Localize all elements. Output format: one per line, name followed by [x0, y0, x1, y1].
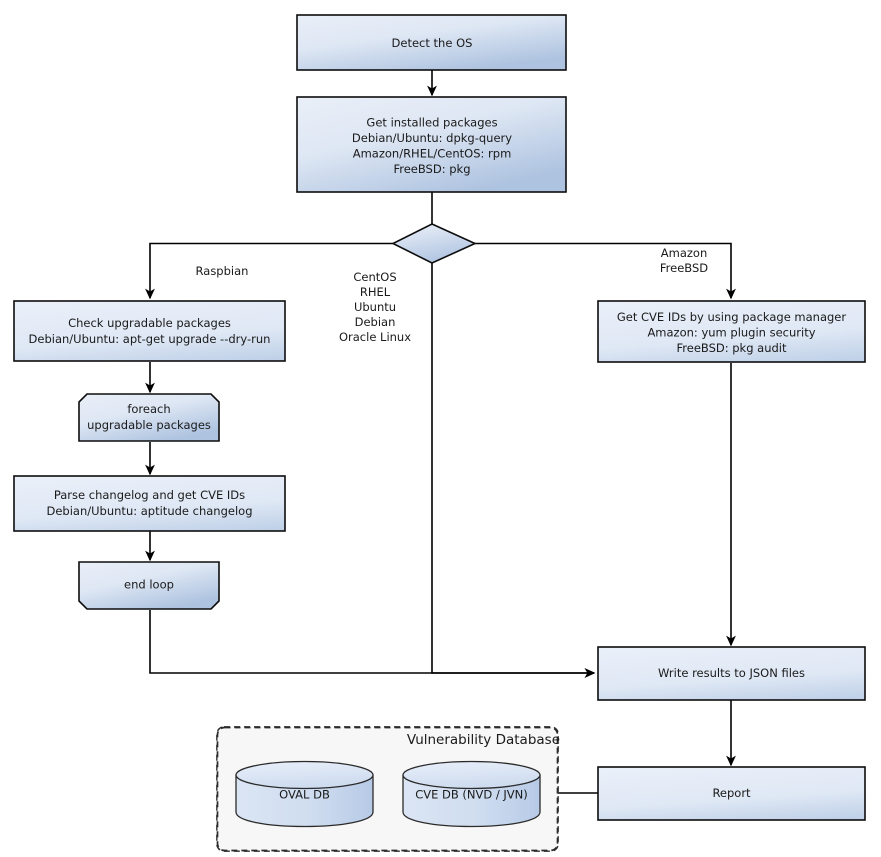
branch-label-freebsd: FreeBSD	[660, 261, 708, 275]
parse-changelog-box	[13, 475, 286, 532]
node-get-installed-packages[interactable]: Get installed packages Debian/Ubuntu: dp…	[296, 96, 567, 193]
branch-label-raspbian: Raspbian	[196, 264, 249, 278]
edge-decision-to-get-cve-ids	[475, 242, 736, 300]
database-cve-db[interactable]: CVE DB (NVD / JVN)	[402, 760, 541, 828]
vulnerability-database-group[interactable]: Vulnerability Database OVAL DB CVE DB (N…	[216, 726, 560, 852]
branch-label-amazon: Amazon	[661, 246, 707, 260]
branch-label-debian: Debian	[355, 315, 396, 329]
node-foreach-loop[interactable]: foreach upgradable packages	[78, 393, 220, 442]
parse-changelog-line-1: Parse changelog and get CVE IDs	[54, 488, 245, 502]
cve-db-label: CVE DB (NVD / JVN)	[415, 788, 528, 802]
oval-db-label: OVAL DB	[279, 788, 330, 802]
detect-os-label: Detect the OS	[392, 36, 473, 50]
get-installed-packages-line-3: Amazon/RHEL/CentOS: rpm	[353, 147, 512, 161]
detect-os-box	[296, 14, 567, 71]
end-loop-shape	[78, 561, 220, 610]
branch-label-rhel: RHEL	[360, 285, 391, 299]
edge-endloop-to-write-results	[149, 610, 596, 678]
node-end-loop[interactable]: end loop	[78, 561, 220, 610]
get-cve-ids-line-1: Get CVE IDs by using package manager	[617, 310, 847, 324]
group-title-label: Vulnerability Database	[407, 732, 560, 748]
foreach-loop-line-2: upgradable packages	[87, 418, 211, 432]
get-installed-packages-line-2: Debian/Ubuntu: dpkg-query	[352, 131, 512, 145]
report-label: Report	[712, 786, 751, 800]
edge-decision-to-check-upgradable	[145, 242, 393, 300]
edge-decision-center-to-write-results	[431, 263, 596, 678]
branch-label-center: CentOS RHEL Ubuntu Debian Oracle Linux	[339, 270, 411, 344]
get-installed-packages-line-4: FreeBSD: pkg	[393, 162, 470, 176]
branch-label-left: Raspbian	[196, 264, 249, 278]
branch-label-oracle-linux: Oracle Linux	[339, 330, 411, 344]
get-cve-ids-line-3: FreeBSD: pkg audit	[676, 341, 787, 355]
node-get-cve-ids[interactable]: Get CVE IDs by using package manager Ama…	[597, 300, 866, 363]
oval-db-body	[235, 774, 374, 828]
get-installed-packages-box	[296, 96, 567, 193]
cve-db-top	[402, 760, 541, 790]
report-box	[597, 766, 866, 821]
check-upgradable-line-2: Debian/Ubuntu: apt-get upgrade --dry-run	[29, 332, 271, 346]
cve-db-body	[402, 774, 541, 828]
os-decision-diamond	[391, 223, 477, 264]
node-parse-changelog[interactable]: Parse changelog and get CVE IDs Debian/U…	[13, 475, 286, 532]
check-upgradable-line-1: Check upgradable packages	[68, 316, 231, 330]
branch-label-right: Amazon FreeBSD	[660, 246, 708, 275]
parse-changelog-line-2: Debian/Ubuntu: aptitude changelog	[47, 504, 253, 518]
branch-label-centos: CentOS	[353, 270, 396, 284]
get-installed-packages-line-1: Get installed packages	[366, 116, 497, 130]
get-cve-ids-line-2: Amazon: yum plugin security	[647, 326, 815, 340]
get-cve-ids-box	[597, 300, 866, 363]
end-loop-label: end loop	[124, 578, 174, 592]
node-report[interactable]: Report	[597, 766, 866, 821]
foreach-loop-line-1: foreach	[127, 402, 170, 416]
node-detect-os[interactable]: Detect the OS	[296, 14, 567, 71]
foreach-loop-shape	[78, 393, 220, 442]
write-results-label: Write results to JSON files	[658, 666, 805, 680]
node-write-results[interactable]: Write results to JSON files	[597, 646, 866, 701]
node-check-upgradable[interactable]: Check upgradable packages Debian/Ubuntu:…	[13, 300, 286, 362]
check-upgradable-box	[13, 300, 286, 362]
node-os-decision[interactable]	[391, 223, 477, 264]
branch-label-ubuntu: Ubuntu	[354, 300, 396, 314]
oval-db-top	[235, 760, 374, 790]
database-oval-db[interactable]: OVAL DB	[235, 760, 374, 828]
write-results-box	[597, 646, 866, 701]
